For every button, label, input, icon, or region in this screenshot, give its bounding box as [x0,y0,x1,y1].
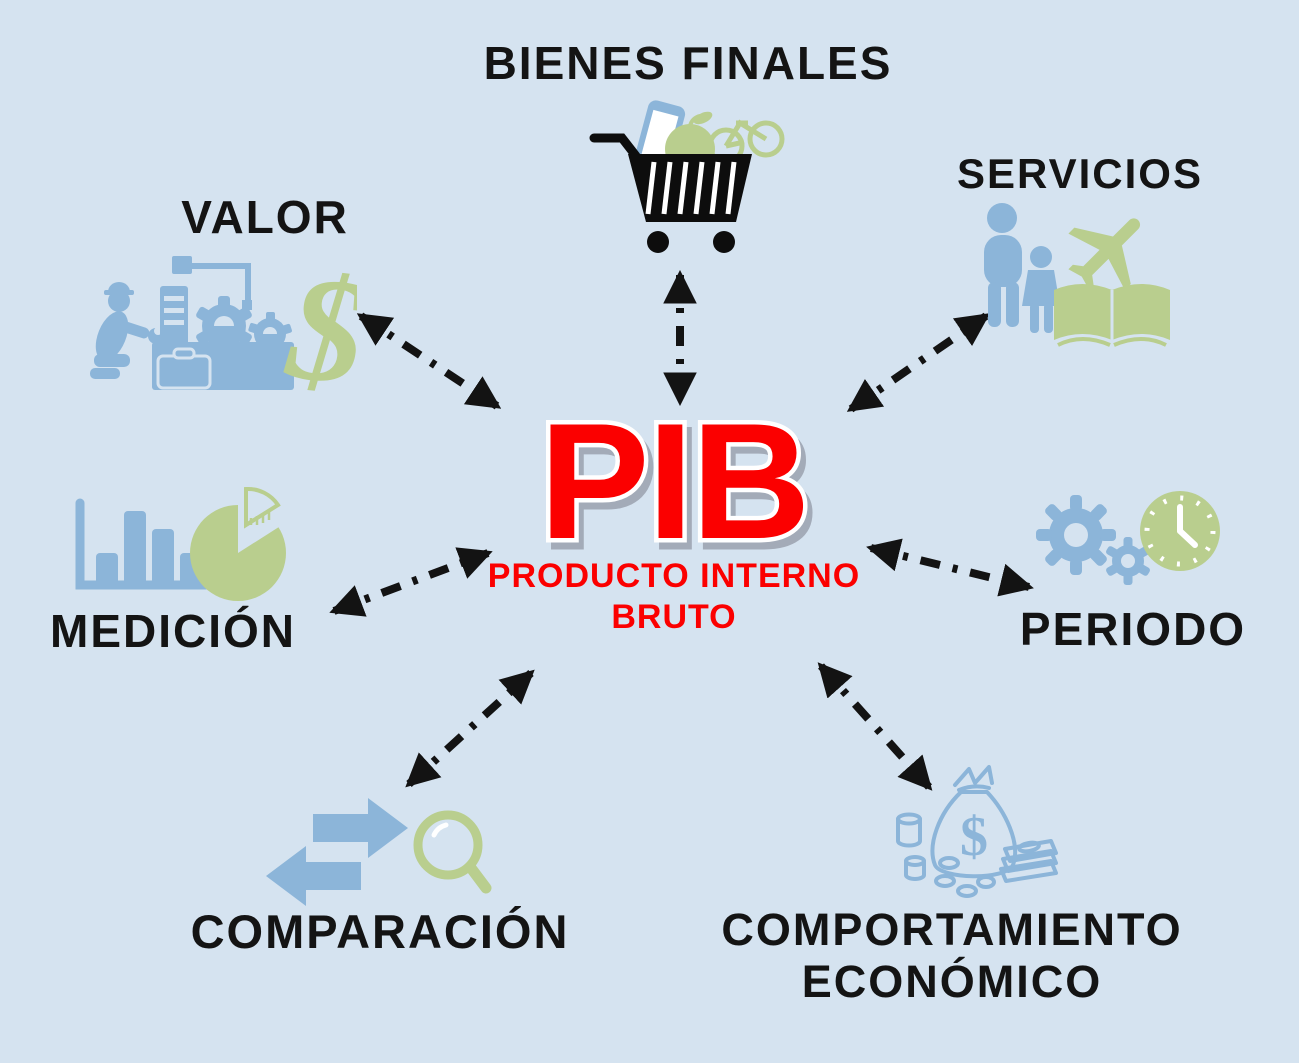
factory-icon [152,256,294,390]
bills-stack-icon [999,839,1058,883]
cart-frame [589,133,752,253]
gear-icon-large [1036,495,1116,575]
label-bienes-finales: BIENES FINALES [483,37,893,89]
arrow-periodo [866,538,1034,597]
bar-chart-icon [75,498,211,590]
pib-subtitle-line1: PRODUCTO INTERNO [487,557,861,595]
worker-factory-dollar-icon: $ [90,244,357,394]
arrow-comportamiento-economico [817,662,933,791]
label-medicion: MEDICIÓN [50,605,296,657]
coin-stack-icon [896,812,926,881]
people-airplane-book-icon [984,203,1170,347]
arrow-servicios [846,312,991,413]
dollar-icon: $ [279,244,357,394]
people-icon [984,203,1060,333]
label-periodo: PERIODO [1019,603,1247,655]
arrow-bienes-finales [663,269,697,407]
label-valor: VALOR [181,191,349,243]
arrow-medicion [329,547,493,617]
arrow-valor [356,312,502,410]
bag-body [930,790,1018,879]
bar-chart-pie-chart-icon [75,486,286,601]
label-comparacion: COMPARACIÓN [190,905,570,958]
money-bag-icon: $ [896,765,1058,898]
clock-icon [1140,491,1220,571]
bag-neck [957,784,991,792]
gears-clock-icon [1036,491,1220,585]
shopping-cart-icon [589,100,785,253]
pib-acronym: PIB [539,392,808,562]
label-comportamiento-economico: COMPORTAMIENTO ECONÓMICO [721,904,1183,1008]
label-servicios: SERVICIOS [957,150,1203,197]
magnifier-icon [413,810,492,894]
book-icon [1054,284,1170,347]
pib-subtitle: PRODUCTO INTERNO BRUTO [472,556,876,638]
arrow-comparacion [405,669,535,788]
dollar-icon: $ [960,806,988,868]
coins-icon [934,856,996,898]
bag-tie [953,765,994,787]
swap-arrows-icon [266,798,408,906]
airplane-icon [1068,218,1141,291]
pie-chart-icon [190,486,286,601]
pib-subtitle-line2: BRUTO [611,597,737,636]
pib-central-title: PIB [535,392,815,562]
gear-icon-small [1106,537,1150,585]
swap-arrows-magnifier-icon [266,798,492,906]
